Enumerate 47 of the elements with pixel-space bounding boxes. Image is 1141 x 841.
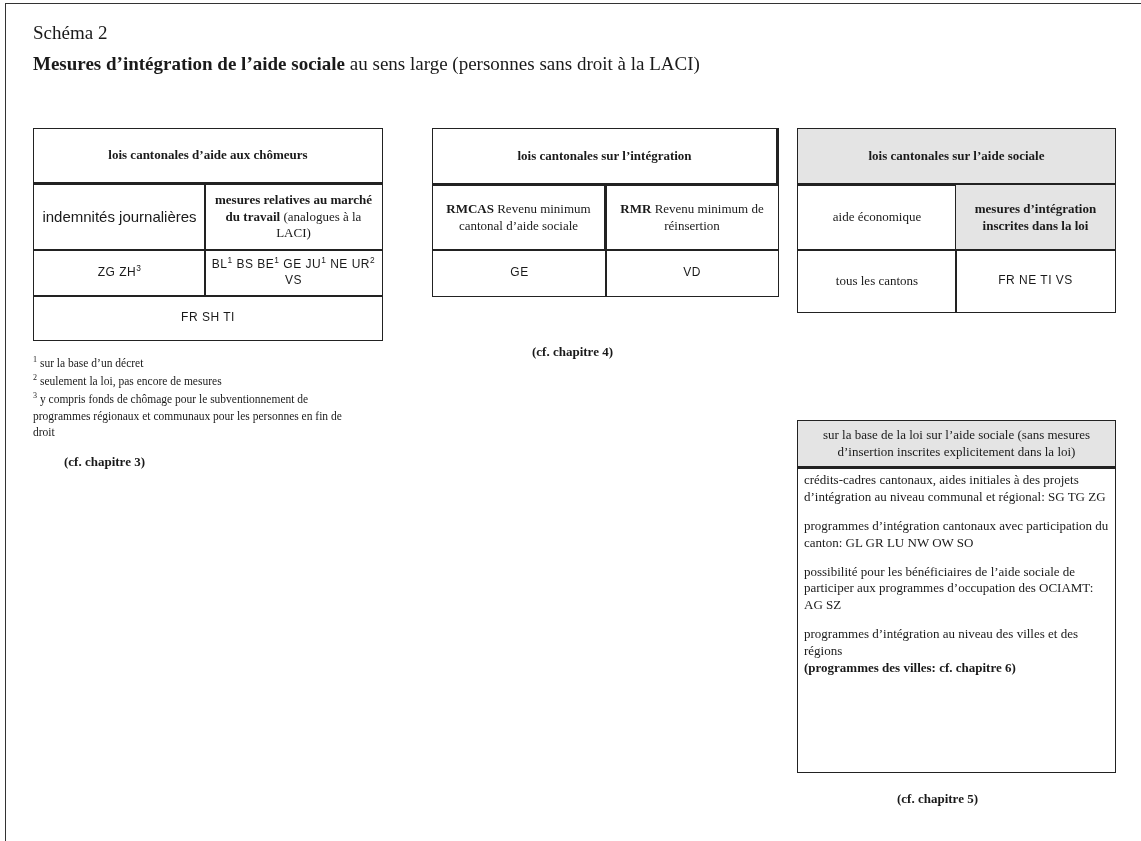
footnote: $^{2}$ seulement la loi, pas encore de mesures <box>33 373 223 390</box>
cell-text: VD <box>683 265 701 281</box>
table-cell <box>432 128 779 186</box>
table-cell <box>33 128 383 185</box>
cell-text: GE <box>510 265 529 281</box>
cell-text: possibilité pour les bénéficiaires de l’aide sociale de participer aux programmes d’occupation des OCIAMT: AG SZ <box>804 563 1095 615</box>
cell-text: programmes d’intégration cantonaux avec participation du canton: GL GR LU NW OW SO <box>804 517 1109 552</box>
cell-text: sur la base de la loi sur l’aide sociale (sans mesures d’insertion inscrites explicitement dans la loi) <box>821 426 1092 461</box>
table-cell <box>605 249 779 297</box>
cell-text: BL$^{1}$ BS BE$^{1}$ GE JU$^{1}$ NE UR$^{2}$ VS <box>211 257 376 289</box>
cell-text: lois cantonales sur l’aide sociale <box>868 147 1045 165</box>
cell-text: mesures d’intégration inscrites dans la loi <box>973 200 1098 235</box>
table-cell <box>33 183 206 251</box>
cell-text: aide économique <box>832 209 922 226</box>
chapter-reference: (cf. chapitre 3) <box>64 453 146 471</box>
cell-text: RMR Revenu minimum de réinsertion <box>619 200 765 235</box>
cell-text: FR NE TI VS <box>998 273 1073 289</box>
table-cell <box>605 184 779 251</box>
subtitle: Mesures d’intégration de l’aide sociale au sens large (personnes sans droit à la LACI) <box>33 52 701 76</box>
chapter-reference: (cf. chapitre 4) <box>532 343 614 361</box>
table-cell <box>432 184 607 251</box>
cell-text: RMCAS Revenu minimum cantonal d’aide sociale <box>445 200 592 235</box>
cell-text: crédits-cadres cantonaux, aides initiales à des projets d’intégration au niveau communal et régional: SG TG ZG <box>804 472 1107 506</box>
table-cell <box>33 249 206 297</box>
table-cell <box>204 183 383 251</box>
diagram-title: Schéma 2 <box>33 21 108 45</box>
footnote: $^{3}$ y compris fonds de chômage pour le subventionnement de programmes régionaux et communaux pour les personnes en fin de droit <box>33 391 343 441</box>
table-cell <box>955 249 1116 313</box>
table-cell <box>33 295 383 341</box>
cell-text: programmes d’intégration au niveau des villes et des régions <box>804 626 1079 660</box>
cell-text: lois cantonales d’aide aux chômeurs <box>108 147 308 164</box>
table-cell <box>432 249 607 297</box>
chapter-reference: (cf. chapitre 5) <box>897 790 979 808</box>
cell-text: tous les cantons <box>835 272 919 290</box>
table-cell <box>797 128 1116 186</box>
cell-text: FR SH TI <box>181 310 235 326</box>
table-cell <box>797 249 957 313</box>
cell-text: indemnités journalières <box>42 207 197 227</box>
table-cell <box>204 249 383 297</box>
table-cell <box>955 184 1116 251</box>
table-cell <box>797 467 1116 773</box>
table-cell <box>797 420 1116 469</box>
cell-text: (programmes des villes: cf. chapitre 6) <box>804 660 1016 677</box>
cell-text: mesures relatives au marché du travail (analogues à la LACI) <box>213 191 374 243</box>
footnote: $^{1}$ sur la base d’un décret <box>33 355 145 371</box>
cell-text: lois cantonales sur l’intégration <box>517 147 692 165</box>
cell-text: ZG ZH$^{3}$ <box>97 265 142 281</box>
